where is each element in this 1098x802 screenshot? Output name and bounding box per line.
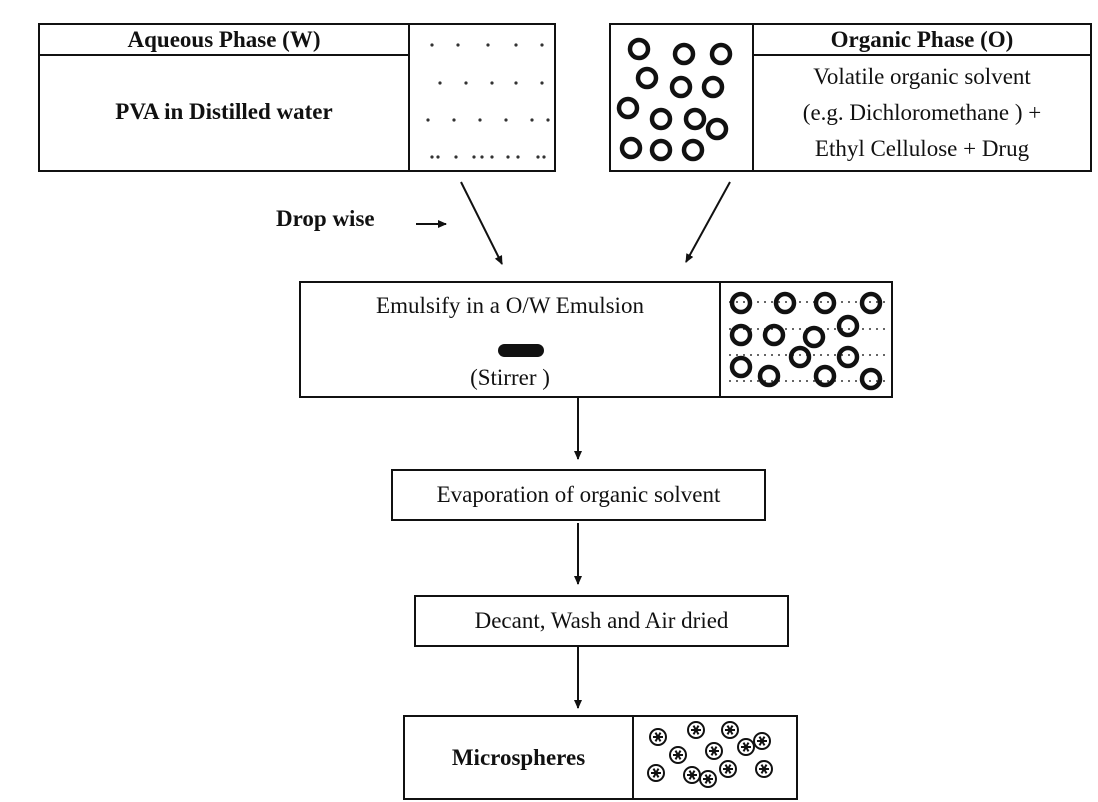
microspheres-box: Microspheres [403, 715, 634, 800]
emulsion-droplets-panel [719, 281, 893, 398]
aqueous-header-divider [40, 54, 408, 56]
aqueous-phase-content: PVA in Distilled water [115, 99, 333, 124]
water-dots-illustration [426, 43, 550, 159]
organic-phase-line-2: (e.g. Dichloromethane ) + [802, 100, 1042, 125]
aqueous-phase-title: Aqueous Phase (W) [127, 27, 321, 52]
decant-step-box: Decant, Wash and Air dried [414, 595, 789, 647]
evaporation-step-box: Evaporation of organic solvent [391, 469, 766, 521]
organic-phase-title: Organic Phase (O) [830, 27, 1014, 52]
dropwise-label: Drop wise [276, 206, 375, 231]
organic-droplets-illustration [616, 37, 733, 162]
evaporation-step-label: Evaporation of organic solvent [436, 482, 721, 507]
microspheres-label: Microspheres [451, 745, 586, 770]
emulsion-droplets-illustration [729, 291, 889, 391]
emulsify-title: Emulsify in a O/W Emulsion [376, 293, 644, 318]
microspheres-illustration-panel [632, 715, 798, 800]
emulsify-box: Emulsify in a O/W Emulsion (Stirrer ) [299, 281, 721, 398]
organic-phase-box: Organic Phase (O) Volatile organic solve… [752, 23, 1092, 172]
stirrer-bar-icon [498, 344, 544, 357]
microspheres-illustration [647, 721, 773, 788]
organic-droplets-panel [609, 23, 754, 172]
organic-phase-line-1: Volatile organic solvent [813, 64, 1031, 89]
organic-phase-line-3: Ethyl Cellulose + Drug [814, 136, 1030, 161]
decant-step-label: Decant, Wash and Air dried [474, 608, 729, 633]
aqueous-dots-panel [408, 23, 556, 172]
aqueous-phase-box: Aqueous Phase (W) PVA in Distilled water [38, 23, 410, 172]
organic-header-divider [754, 54, 1090, 56]
stirrer-label: (Stirrer ) [470, 365, 550, 390]
